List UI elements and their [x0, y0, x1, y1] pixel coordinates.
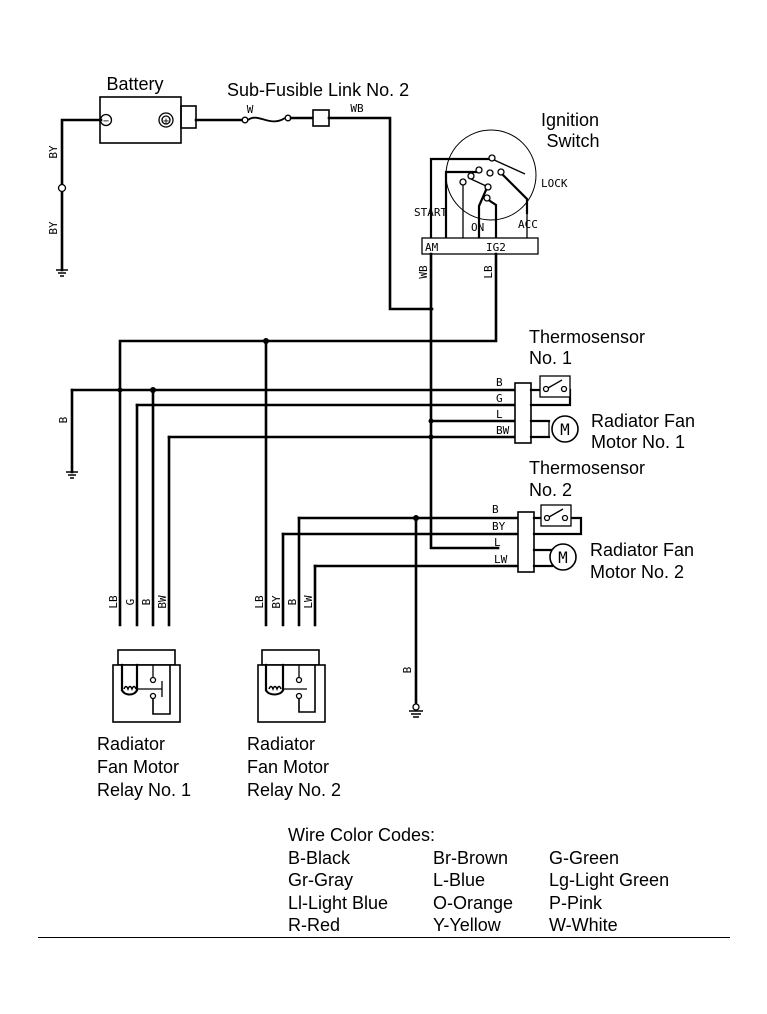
wire-label-ig2-lb: LB — [482, 265, 495, 279]
legend-entry: W-White — [549, 915, 618, 935]
legend-entry: Y-Yellow — [433, 915, 501, 935]
wire-label-w: W — [247, 103, 254, 116]
fusible-link — [241, 109, 330, 127]
relay2-pin-lw: LW — [302, 595, 315, 609]
legend-entry: O-Orange — [433, 892, 514, 913]
ignition-position-on: ON — [471, 221, 484, 234]
fan-motor-1-label-line1: Radiator Fan — [591, 411, 695, 431]
ignition-switch — [421, 129, 539, 255]
legend-entry: Br-Brown — [433, 847, 509, 868]
battery: − + — [99, 96, 197, 144]
bottom-divider — [38, 937, 730, 938]
sensor1-wire-b: B — [496, 376, 503, 389]
fan-motor-1: M — [529, 415, 579, 443]
relay1-pin-g: G — [124, 599, 137, 606]
thermosensor-1 — [529, 375, 572, 407]
wire-ig2-lb — [118, 252, 498, 627]
wire-label-center-b: B — [401, 666, 414, 673]
ignition-switch-label-line1: Ignition — [541, 110, 599, 130]
thermosensor-2-label-line1: Thermosensor — [529, 458, 645, 478]
legend-entry: B-Black — [288, 847, 351, 868]
junction-dot — [263, 338, 269, 344]
legend-entry: Ll-Light Blue — [288, 892, 389, 913]
relay-1-label-line2: Fan Motor — [97, 757, 179, 777]
relay-2 — [257, 649, 326, 723]
relay-2-label-line3: Relay No. 2 — [247, 780, 341, 800]
thermosensor-1-label-line1: Thermosensor — [529, 327, 645, 347]
fusible-link-label: Sub-Fusible Link No. 2 — [227, 80, 409, 100]
sensor2-wire-lw: LW — [494, 553, 508, 566]
battery-positive-terminal — [158, 112, 174, 128]
ignition-position-acc: ACC — [518, 218, 538, 231]
relay1-pin-lb: LB — [107, 595, 120, 609]
ground-symbol-center — [409, 703, 423, 718]
fan-motor-2-label-line2: Motor No. 2 — [590, 562, 684, 582]
ignition-switch-label-line2: Switch — [546, 131, 599, 151]
wire-am-feed — [429, 252, 500, 550]
wire-label-by-lower: BY — [47, 221, 60, 235]
wire-color-legend: Wire Color Codes: B-Black Br-Brown G-Gre… — [288, 824, 709, 937]
ground-symbol-battery — [56, 269, 68, 277]
sensor1-wire-g: G — [496, 392, 503, 405]
relay2-pin-b: B — [286, 598, 299, 605]
ignition-terminal-ig2: IG2 — [486, 241, 506, 254]
relay-1-label-line1: Radiator — [97, 734, 165, 754]
thermosensor-2 — [532, 504, 583, 536]
relay2-pin-lb: LB — [253, 595, 266, 609]
legend-entry: L-Blue — [433, 870, 486, 890]
sensor2-wire-l: L — [494, 536, 501, 549]
legend-entry: G-Green — [549, 847, 620, 868]
ground-connector — [57, 183, 67, 193]
wire-label-by-upper: BY — [47, 145, 60, 159]
legend-title: Wire Color Codes: — [288, 825, 436, 845]
relay1-pin-b: B — [140, 598, 153, 605]
relay-2-label-line1: Radiator — [247, 734, 315, 754]
thermosensor-2-label-line2: No. 2 — [529, 480, 572, 500]
battery-label: Battery — [106, 74, 163, 94]
sensor2-wire-b: B — [492, 503, 499, 516]
relay1-pin-bw: BW — [156, 595, 169, 609]
connector-sensor1 — [514, 382, 532, 444]
legend-entry: Lg-Light Green — [549, 870, 670, 890]
relay-1 — [112, 649, 181, 723]
wire-label-am-wb: WB — [417, 265, 430, 279]
legend-grid: B-Black Br-Brown G-Green Gr-Gray L-Blue … — [288, 847, 709, 937]
battery-negative-sign: − — [103, 116, 109, 127]
thermosensor-1-label-line2: No. 1 — [529, 348, 572, 368]
legend-entry: R-Red — [288, 915, 341, 935]
fan-motor-1-label-line2: Motor No. 1 — [591, 432, 685, 452]
wire-fuse-to-am — [327, 116, 434, 311]
relay-2-label-line2: Fan Motor — [247, 757, 329, 777]
motor-2-symbol: M — [558, 548, 568, 567]
legend-entry: P-Pink — [549, 892, 603, 913]
fan-motor-2: M — [532, 543, 577, 571]
ignition-position-start: START — [414, 206, 447, 219]
wire-battery-ground — [60, 118, 103, 272]
relay2-pin-by: BY — [270, 595, 283, 609]
sensor1-wire-bw: BW — [496, 424, 510, 437]
battery-positive-sign: + — [163, 116, 169, 127]
ground-symbol-left — [66, 471, 78, 479]
relay-1-label-line3: Relay No. 1 — [97, 780, 191, 800]
wire-label-wb: WB — [350, 102, 364, 115]
sensor2-wire-by: BY — [492, 520, 506, 533]
ignition-terminal-am: AM — [425, 241, 439, 254]
legend-entry: Gr-Gray — [288, 870, 353, 890]
motor-1-symbol: M — [560, 420, 570, 439]
sensor1-wire-l: L — [496, 408, 503, 421]
connector-sensor2 — [517, 511, 535, 573]
ignition-position-lock: LOCK — [541, 177, 568, 190]
fan-motor-2-label-line1: Radiator Fan — [590, 540, 694, 560]
wire-label-left-b: B — [57, 416, 70, 423]
